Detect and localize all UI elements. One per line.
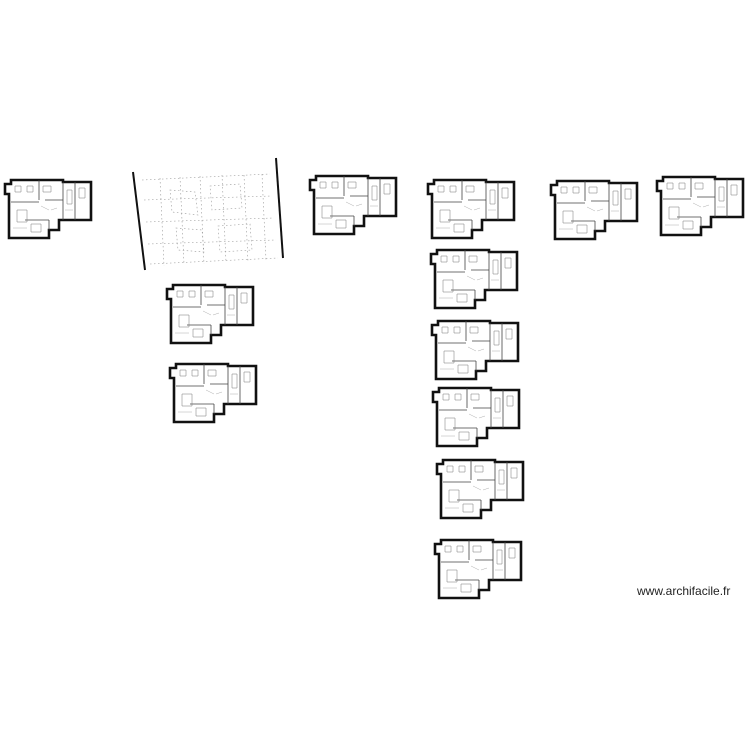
watermark-text: www.archifacile.fr <box>637 584 731 598</box>
plan-12[interactable] <box>433 538 523 600</box>
plan-6[interactable] <box>165 283 255 345</box>
plan-4[interactable] <box>549 179 639 241</box>
plan-8[interactable] <box>429 248 519 310</box>
plan-5[interactable] <box>655 175 745 237</box>
plan-2[interactable] <box>308 174 398 236</box>
plan-3[interactable] <box>426 178 516 240</box>
plan-10[interactable] <box>431 386 521 448</box>
plan-11[interactable] <box>435 458 525 520</box>
plan-9[interactable] <box>430 319 520 381</box>
plan-7[interactable] <box>168 362 258 424</box>
site-sketch <box>132 157 284 271</box>
plan-1[interactable] <box>3 178 93 240</box>
